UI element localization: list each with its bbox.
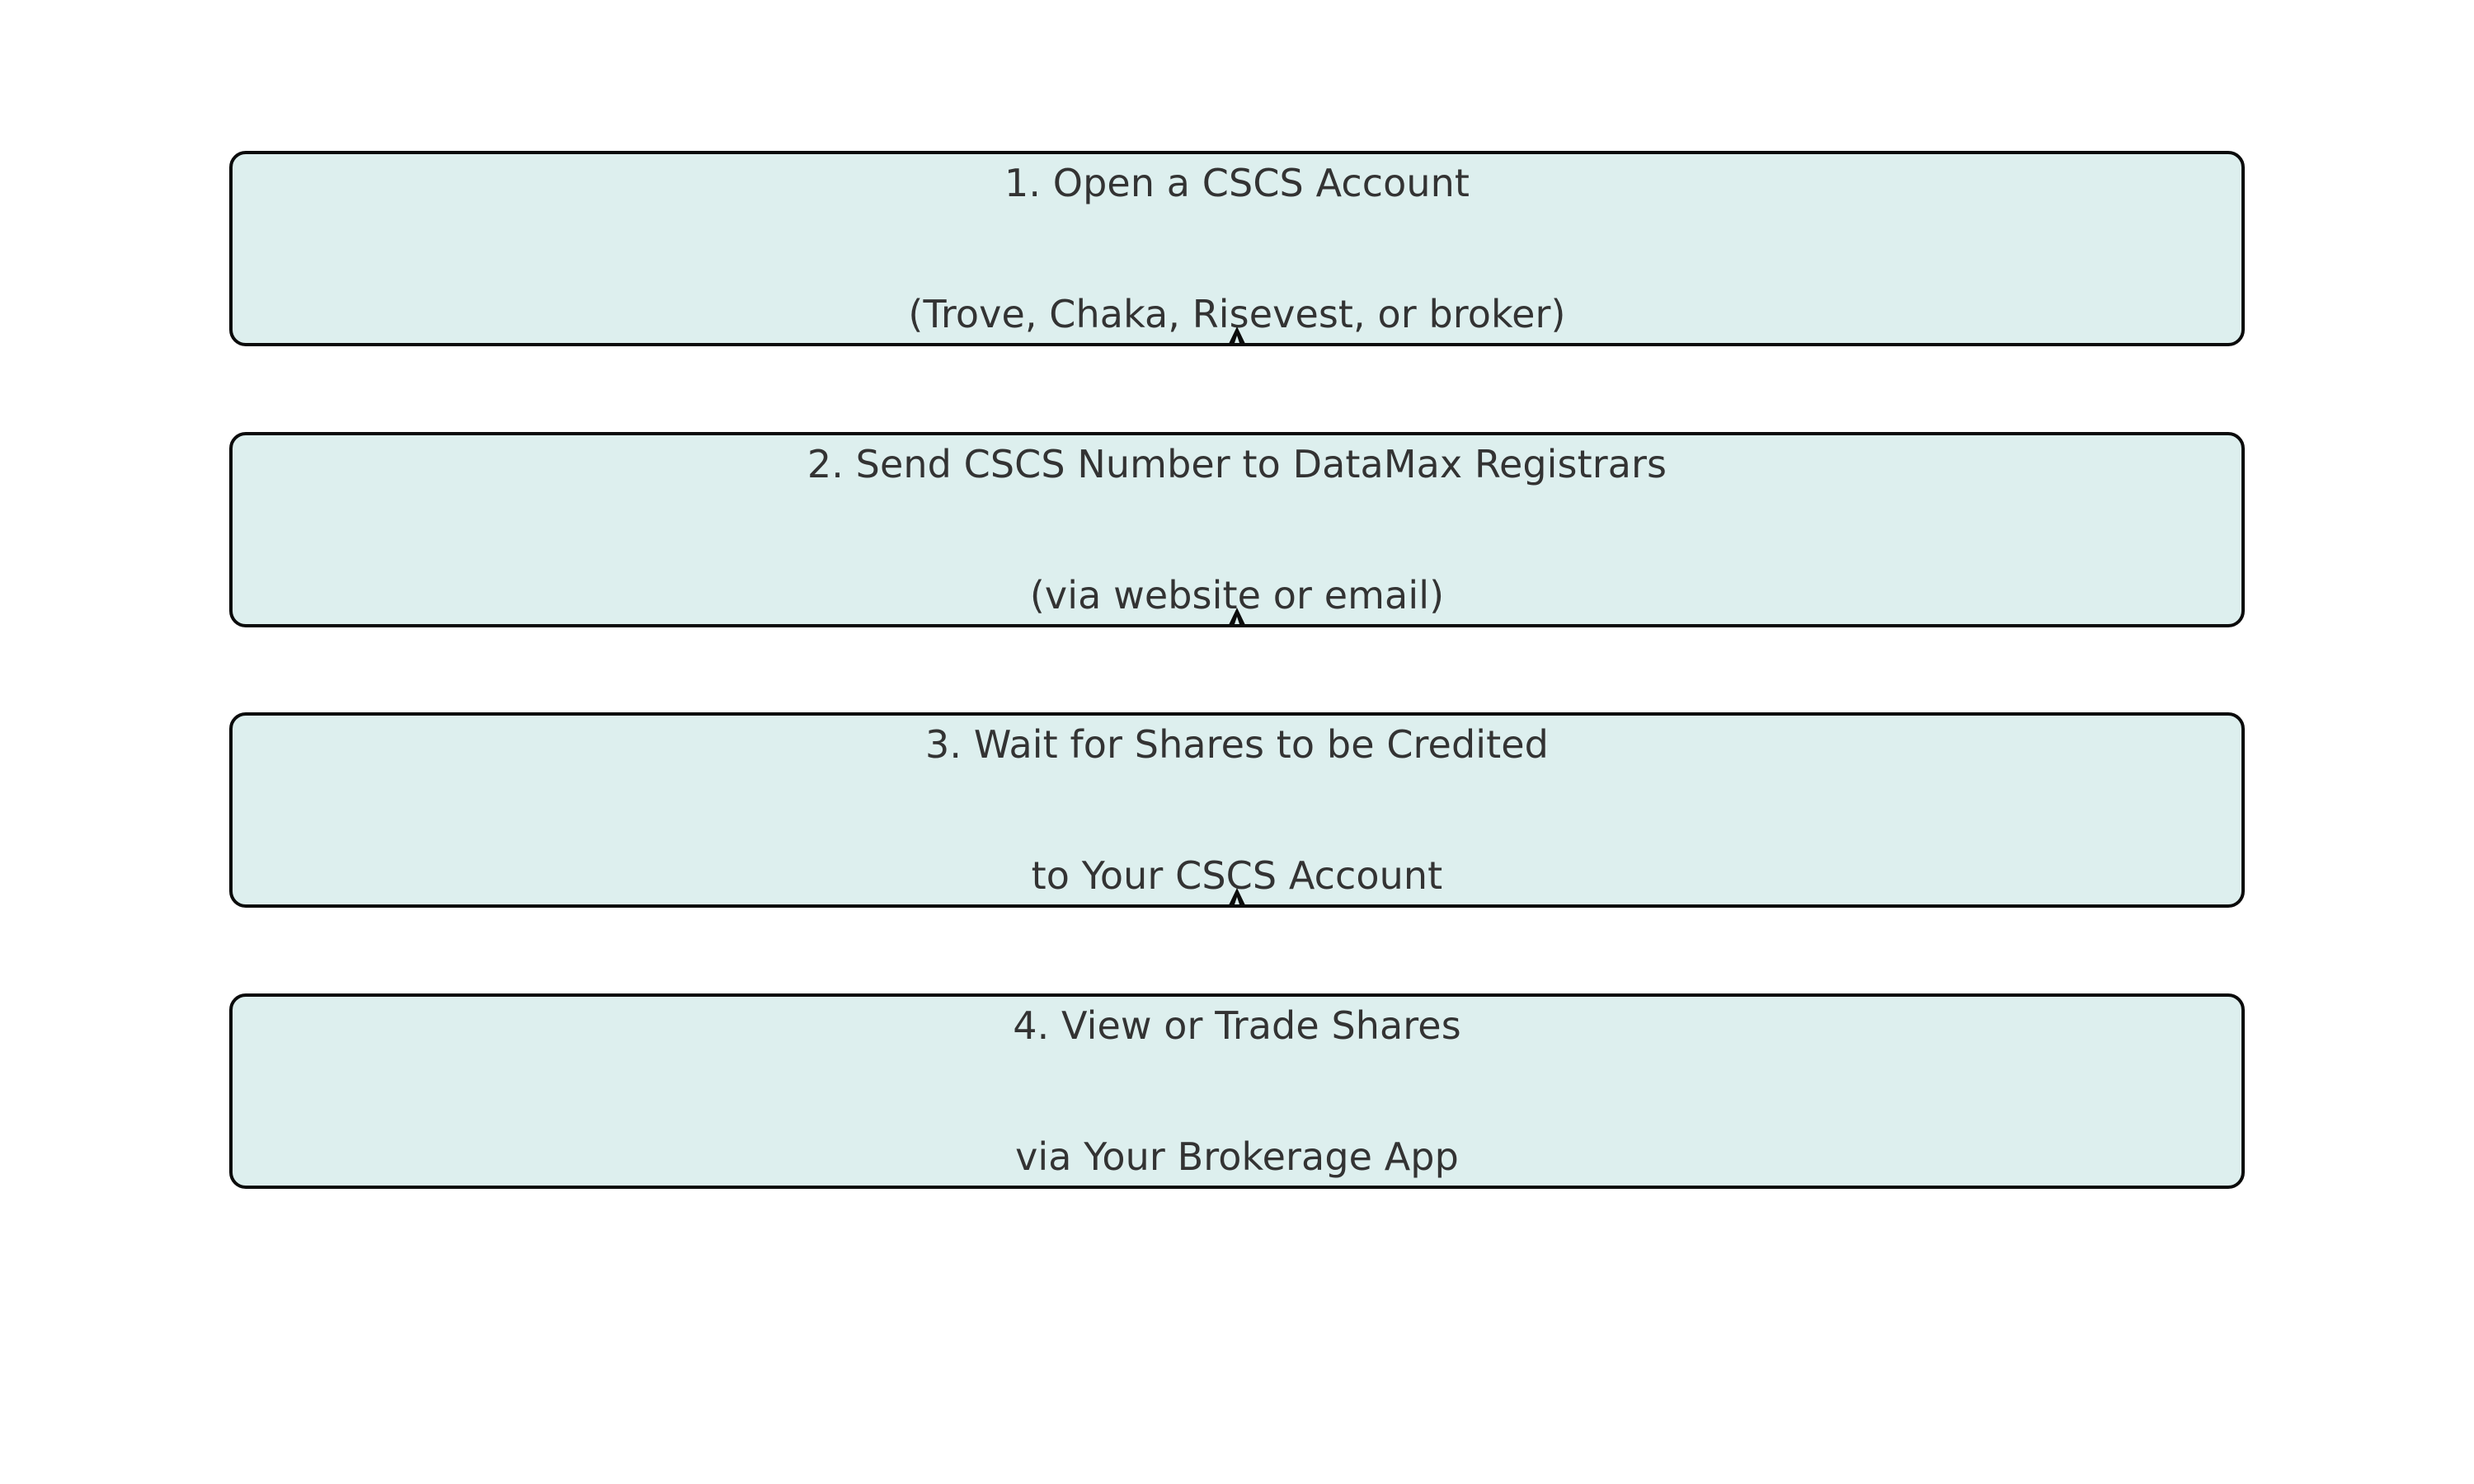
flow-node-label-line-1: 1. Open a CSCS Account bbox=[1004, 160, 1470, 205]
flow-node-step-3[interactable]: 3. Wait for Shares to be Credited to You… bbox=[229, 712, 2245, 908]
flow-node-label-line-1: 3. Wait for Shares to be Credited bbox=[925, 721, 1549, 767]
flow-node-label-line-2: (via website or email) bbox=[1029, 572, 1445, 618]
flow-node-label: 3. Wait for Shares to be Credited to You… bbox=[925, 636, 1549, 985]
flow-node-label: 2. Send CSCS Number to DataMax Registrar… bbox=[807, 355, 1667, 705]
flow-node-label: 4. View or Trade Shares via Your Brokera… bbox=[1013, 917, 1461, 1266]
flow-node-label-line-2: (Trove, Chaka, Risevest, or broker) bbox=[908, 291, 1566, 336]
flow-node-step-1[interactable]: 1. Open a CSCS Account (Trove, Chaka, Ri… bbox=[229, 151, 2245, 346]
flow-node-label-line-1: 4. View or Trade Shares bbox=[1013, 1003, 1461, 1048]
flow-node-label: 1. Open a CSCS Account (Trove, Chaka, Ri… bbox=[908, 74, 1565, 424]
flow-node-step-4[interactable]: 4. View or Trade Shares via Your Brokera… bbox=[229, 993, 2245, 1189]
flow-node-label-line-2: via Your Brokerage App bbox=[1015, 1134, 1459, 1179]
flow-node-label-line-2: to Your CSCS Account bbox=[1031, 852, 1443, 898]
flow-node-label-line-1: 2. Send CSCS Number to DataMax Registrar… bbox=[807, 441, 1667, 486]
flow-node-step-2[interactable]: 2. Send CSCS Number to DataMax Registrar… bbox=[229, 432, 2245, 627]
